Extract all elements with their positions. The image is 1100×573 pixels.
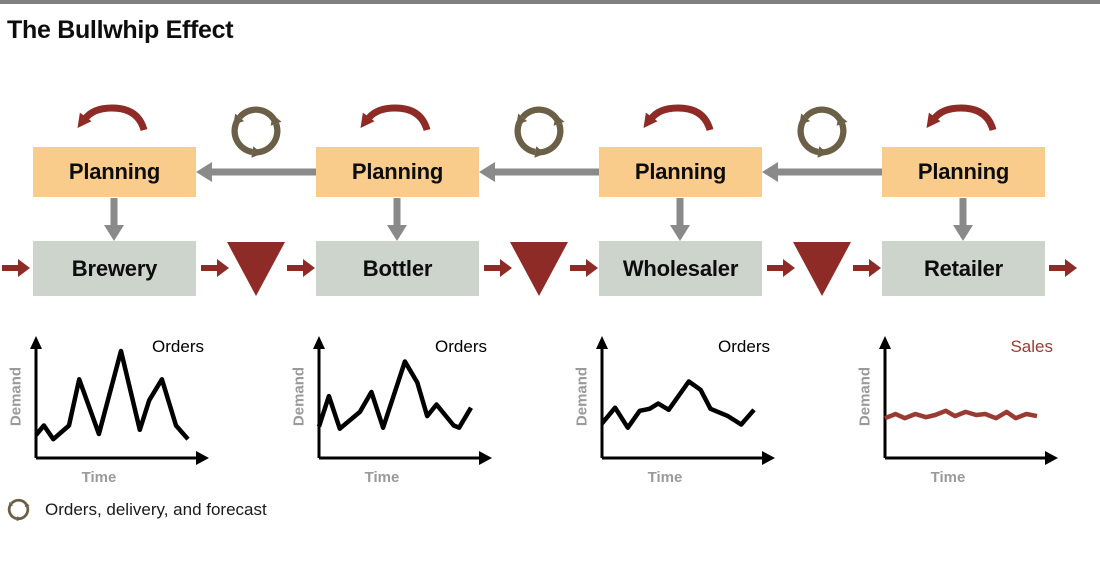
entity-box-brewery: Brewery: [33, 241, 196, 296]
product-flow-right-arrow: [767, 259, 795, 277]
demand-line: [884, 408, 1038, 421]
y-axis-label: Demand: [856, 366, 874, 427]
feedback-loop-arrow-icon: [77, 104, 148, 132]
chart-plot-area: [879, 336, 1058, 465]
planning-box-bottler: Planning: [316, 147, 479, 197]
planning-info-flow-left-arrow: [762, 162, 882, 182]
product-flow-right-arrow: [853, 259, 881, 277]
planning-box-brewery: Planning: [33, 147, 196, 197]
chart-plot-area: [313, 336, 492, 465]
demand-line: [316, 359, 473, 431]
demand-line: [600, 379, 756, 430]
chart-plot-area: [30, 336, 209, 465]
product-flow-right-arrow: [201, 259, 229, 277]
orders-delivery-forecast-cycle-icon: [514, 106, 565, 158]
feedback-loop-arrow-icon: [360, 104, 431, 132]
entity-box-bottler: Bottler: [316, 241, 479, 296]
x-axis-label: Time: [930, 469, 966, 486]
entity-label: Brewery: [71, 255, 158, 281]
orders-delivery-forecast-cycle-icon: [231, 106, 282, 158]
series-label: Orders: [435, 337, 487, 356]
y-axis-label: Demand: [290, 366, 308, 427]
feedback-loop-arrow-icon: [643, 104, 714, 132]
top-rule: [0, 0, 1100, 4]
planning-box-retailer: Planning: [882, 147, 1045, 197]
demand-line: [34, 348, 190, 442]
orders-delivery-forecast-cycle-icon: [7, 498, 30, 522]
legend: Orders, delivery, and forecast: [5, 496, 267, 523]
entity-label: Bottler: [362, 255, 433, 281]
planning-info-flow-left-arrow: [196, 162, 316, 182]
planning-to-entity-down-arrow: [387, 198, 407, 241]
product-flow-right-arrow: [1049, 259, 1077, 277]
entity-box-retailer: Retailer: [882, 241, 1045, 296]
product-flow-right-arrow: [287, 259, 315, 277]
planning-info-flow-left-arrow: [479, 162, 599, 182]
series-label: Sales: [1010, 337, 1053, 356]
entity-box-wholesaler: Wholesaler: [599, 241, 762, 296]
legend-label: Orders, delivery, and forecast: [45, 499, 267, 519]
demand-chart-retailer: Demand Sales Time: [853, 333, 1073, 493]
inventory-triangle-icon: [510, 242, 568, 296]
page-title: The Bullwhip Effect: [7, 16, 234, 44]
x-axis-label: Time: [364, 469, 400, 486]
demand-chart-brewery: Demand Orders Time: [4, 333, 224, 493]
entity-label: Retailer: [923, 255, 1004, 281]
series-label: Orders: [718, 337, 770, 356]
demand-chart-bottler: Demand Orders Time: [287, 333, 507, 493]
entity-label: Wholesaler: [622, 255, 739, 281]
inventory-triangle-icon: [793, 242, 851, 296]
inventory-triangle-icon: [227, 242, 285, 296]
planning-to-entity-down-arrow: [953, 198, 973, 241]
orders-delivery-forecast-cycle-icon: [797, 106, 848, 158]
planning-box-wholesaler: Planning: [599, 147, 762, 197]
planning-label: Planning: [68, 159, 161, 184]
series-label: Orders: [152, 337, 204, 356]
product-flow-right-arrow: [570, 259, 598, 277]
demand-chart-wholesaler: Demand Orders Time: [570, 333, 790, 493]
y-axis-label: Demand: [7, 366, 25, 427]
y-axis-label: Demand: [573, 366, 591, 427]
feedback-loop-arrow-icon: [926, 104, 997, 132]
planning-label: Planning: [351, 159, 444, 184]
product-flow-right-arrow: [2, 259, 30, 277]
product-flow-right-arrow: [484, 259, 512, 277]
planning-to-entity-down-arrow: [104, 198, 124, 241]
x-axis-label: Time: [647, 469, 683, 486]
planning-label: Planning: [634, 159, 727, 184]
planning-label: Planning: [917, 159, 1010, 184]
x-axis-label: Time: [81, 469, 117, 486]
chart-plot-area: [596, 336, 775, 465]
planning-to-entity-down-arrow: [670, 198, 690, 241]
